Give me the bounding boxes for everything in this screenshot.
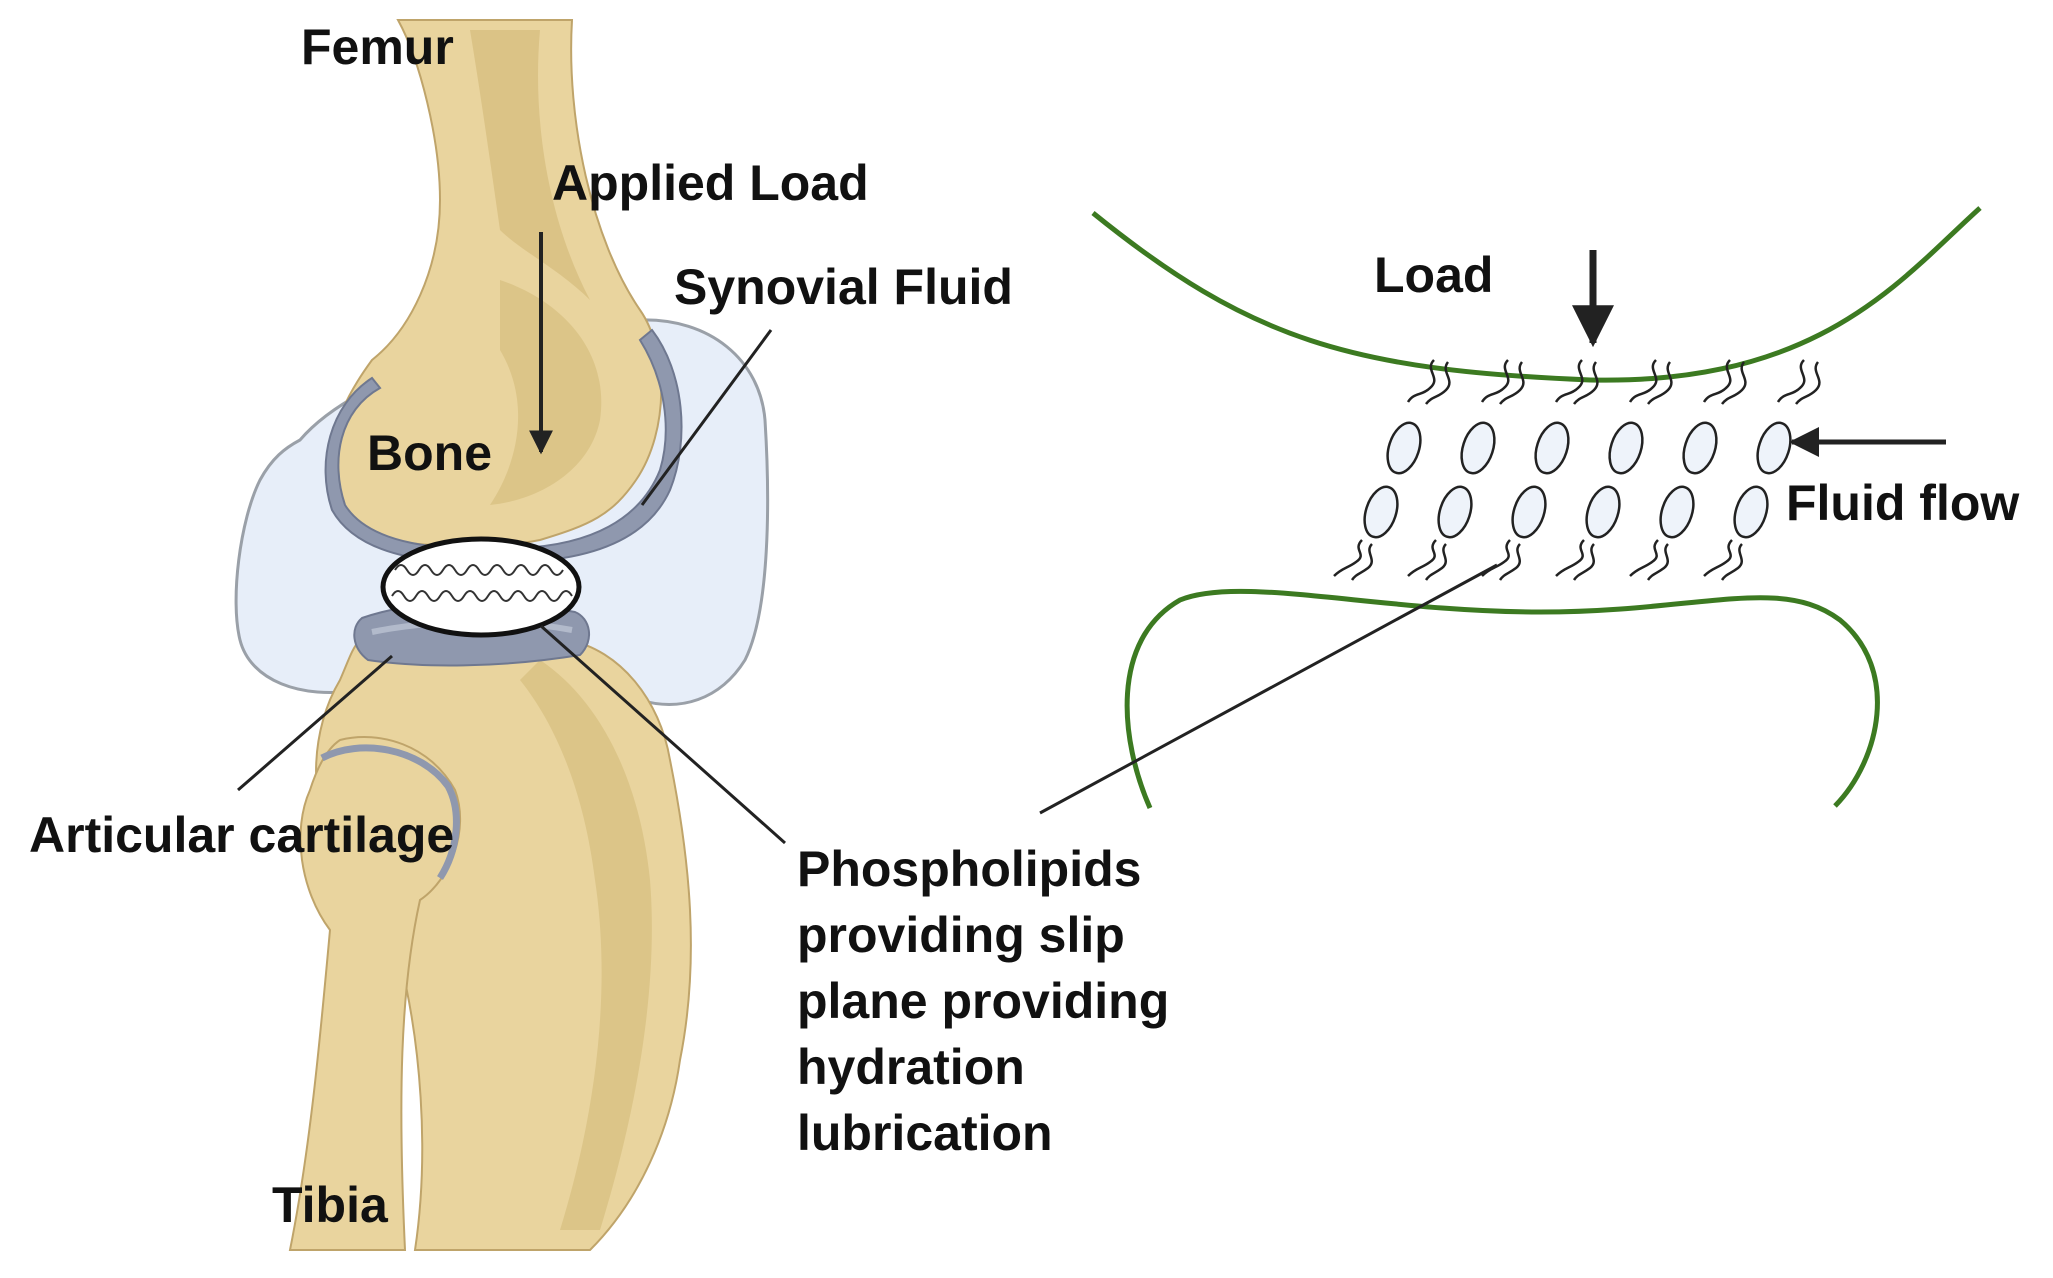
phospholipids-leader-schematic (1039, 563, 1498, 815)
phospholipid-chain (1333, 359, 1451, 581)
phospholipid-head (1534, 421, 1570, 475)
phospholipid-head (1511, 485, 1547, 539)
phospholipids-caption-line-5: lubrication (797, 1105, 1053, 1161)
joint-gap-highlight (380, 536, 582, 638)
phospholipid-chain (1407, 359, 1525, 581)
fibula-bone (288, 736, 462, 1251)
synovial-fluid-label: Synovial Fluid (674, 259, 1013, 315)
bone-label: Bone (367, 425, 492, 481)
femur-label: Femur (301, 19, 454, 75)
articular-cartilage-label: Articular cartilage (29, 807, 455, 863)
phospholipid-head (1437, 485, 1473, 539)
phospholipid-head (1756, 421, 1792, 475)
phospholipid-head (1386, 421, 1422, 475)
phospholipid-bilayer-schematic (1039, 206, 1982, 815)
tibia-label: Tibia (272, 1177, 388, 1233)
femoral-cartilage (324, 328, 683, 564)
applied-load-label: Applied Load (552, 155, 869, 211)
femur-condyle-shade (490, 280, 602, 505)
phospholipid-head (1585, 485, 1621, 539)
upper-membrane-curve (1091, 206, 1982, 383)
joint-phospholipid-squiggles (391, 564, 573, 602)
phospholipids-leader-knee (540, 624, 786, 845)
phospholipid-chain (1629, 359, 1747, 581)
phospholipid-chain (1481, 359, 1599, 581)
phospholipids-caption-line-3: plane providing (797, 973, 1170, 1029)
phospholipids-caption-line-1: Phospholipids (797, 841, 1142, 897)
knee-joint-illustration (234, 19, 786, 1251)
tibia-shade (520, 660, 652, 1230)
phospholipid-head (1733, 485, 1769, 539)
synovial-fluid-leader (640, 329, 773, 506)
phospholipid-head (1363, 485, 1399, 539)
lower-membrane-curve (1124, 588, 1880, 810)
phospholipid-head (1608, 421, 1644, 475)
phospholipids-caption-line-4: hydration (797, 1039, 1025, 1095)
femur-shaft-shade (470, 30, 590, 300)
phospholipids-caption-line-2: providing slip (797, 907, 1125, 963)
fluid-flow-label: Fluid flow (1786, 475, 2020, 531)
phospholipid-chain (1555, 359, 1673, 581)
phospholipid-head (1460, 421, 1496, 475)
phospholipids-caption: Phospholipids providing slip plane provi… (797, 836, 1169, 1166)
fibula-cartilage-outline (320, 744, 460, 880)
phospholipid-head (1682, 421, 1718, 475)
articular-cartilage-leader (237, 654, 393, 792)
phospholipid-chains (1333, 359, 1821, 581)
load-label: Load (1374, 247, 1494, 303)
phospholipid-head (1659, 485, 1695, 539)
phospholipid-chain (1703, 359, 1821, 581)
